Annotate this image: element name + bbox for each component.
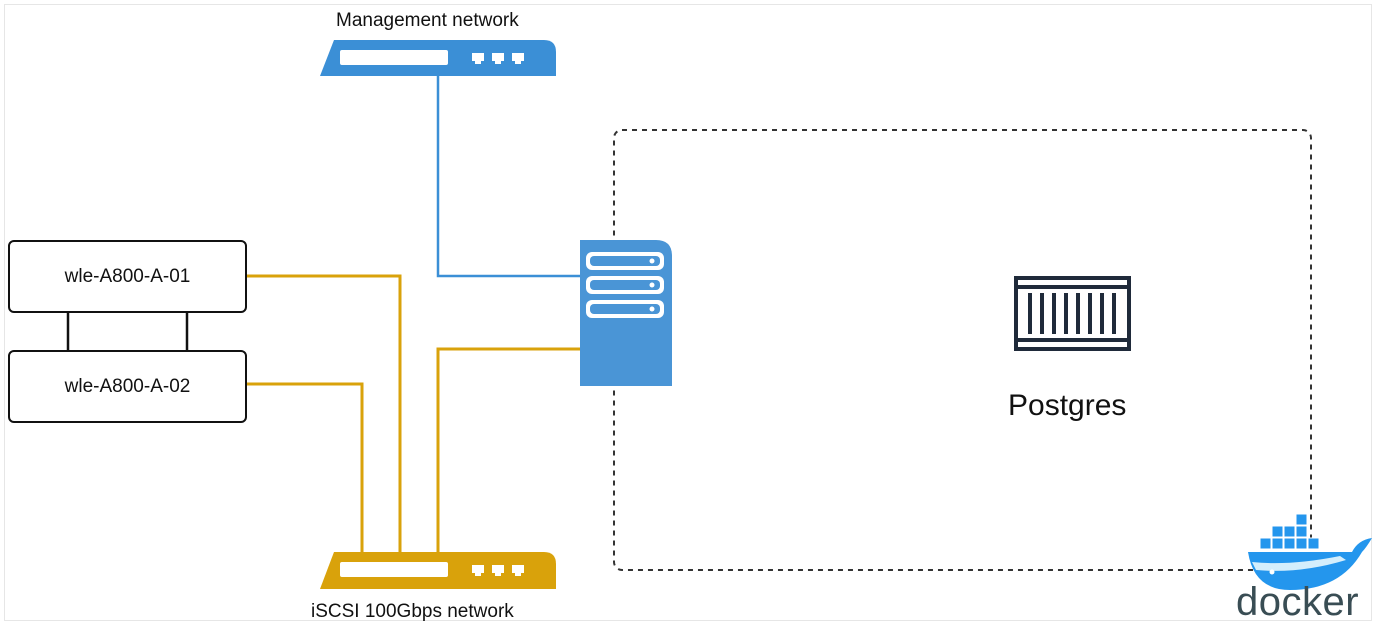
storage-node-1-label: wle-A800-A-01	[64, 265, 191, 287]
diagram-frame	[4, 4, 1372, 621]
node-interconnect	[66, 312, 189, 351]
docker-host-boundary	[613, 129, 1312, 571]
postgres-label: Postgres	[1008, 389, 1127, 422]
server-rack-icon	[580, 240, 672, 386]
management-link	[436, 76, 580, 278]
iscsi-links	[247, 274, 580, 552]
docker-wordmark: docker	[1236, 580, 1360, 624]
container-icon	[1014, 276, 1131, 351]
iscsi-link-server	[436, 347, 580, 552]
iscsi-switch-icon	[320, 552, 556, 589]
storage-node-2-label: wle-A800-A-02	[64, 375, 191, 397]
storage-node-1: wle-A800-A-01	[8, 240, 247, 313]
iscsi-network-label: iSCSI 100Gbps network	[311, 601, 514, 622]
iscsi-link-node1	[247, 274, 402, 552]
docker-whale-icon	[1248, 513, 1372, 590]
management-switch-icon	[320, 40, 556, 76]
management-network-label: Management network	[336, 10, 519, 31]
storage-node-2: wle-A800-A-02	[8, 350, 247, 423]
iscsi-link-node2	[247, 382, 364, 552]
